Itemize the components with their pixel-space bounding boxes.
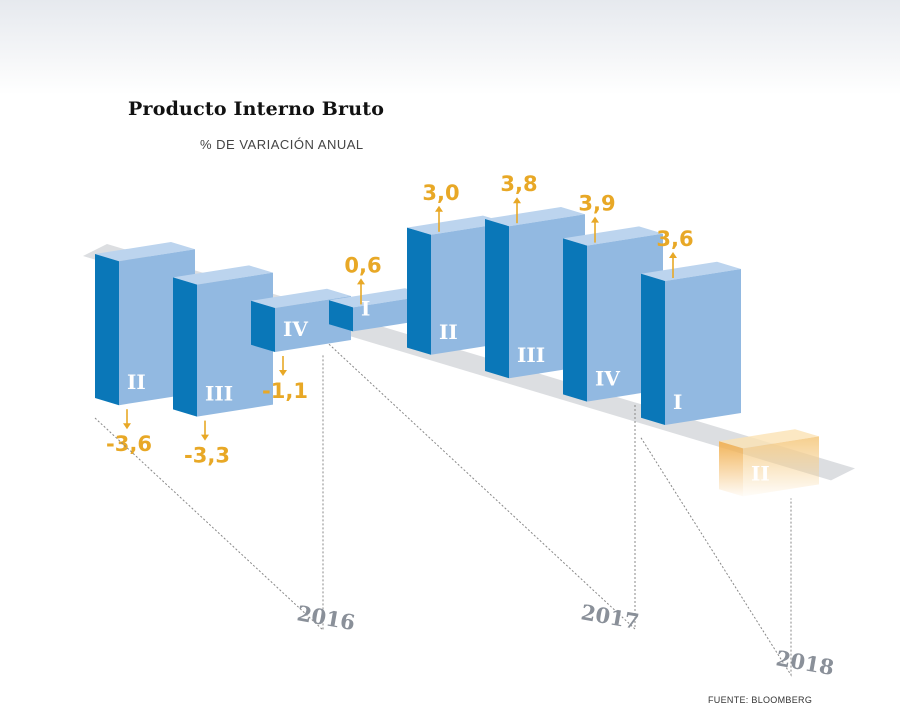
value-label: 0,6	[344, 253, 381, 277]
chart-subtitle: % DE VARIACIÓN ANUAL	[200, 137, 364, 152]
bar-top-face	[563, 226, 663, 246]
quarter-label: III	[517, 343, 545, 367]
bar-front-face	[563, 238, 587, 402]
value-arrow-head	[279, 370, 287, 376]
bar-front-face	[95, 254, 119, 406]
quarter-label: II	[751, 461, 770, 485]
year-label: 2016	[295, 600, 357, 635]
quarter-label: II	[127, 370, 146, 394]
quarter-label: I	[673, 390, 682, 414]
quarter-label: IV	[283, 317, 308, 341]
bar-side-face	[743, 436, 819, 497]
bar-top-face	[719, 429, 819, 449]
year-guide-line	[640, 437, 792, 677]
year-label: 2017	[579, 599, 641, 634]
bar-top-face	[251, 288, 351, 308]
value-arrow-head	[669, 252, 677, 258]
quarter-label: IV	[595, 367, 620, 391]
bar-front-face	[641, 273, 665, 425]
value-label: 3,0	[422, 181, 459, 205]
value-label: 3,6	[656, 227, 693, 251]
bar-front-face	[173, 277, 197, 417]
bar-front-face	[485, 219, 509, 379]
year-guide-line	[328, 343, 636, 631]
bar-top-face	[329, 288, 429, 308]
value-label: -3,6	[106, 432, 152, 456]
value-arrow-head	[123, 423, 131, 430]
bar-front-face	[329, 300, 353, 332]
bar-top-face	[641, 261, 741, 281]
value-arrow-head	[357, 278, 365, 285]
value-label: 3,9	[578, 192, 615, 216]
year-label: 2018	[774, 645, 836, 680]
bar-front-face	[719, 441, 743, 497]
bar-top-face	[173, 265, 273, 285]
value-label: 3,8	[500, 172, 537, 196]
value-label: -1,1	[262, 379, 308, 403]
value-label: -3,3	[184, 444, 230, 468]
bar-front-face	[407, 227, 431, 355]
source-note: FUENTE: BLOOMBERG	[708, 695, 813, 705]
quarter-label: II	[439, 320, 458, 344]
bar-top-face	[95, 242, 195, 262]
value-arrow-head	[435, 205, 443, 212]
bar-top-face	[485, 207, 585, 227]
background-gradient	[0, 0, 900, 95]
value-arrow-head	[591, 216, 599, 223]
quarter-label: I	[361, 296, 370, 320]
quarter-label: III	[205, 382, 233, 406]
chart-title: Producto Interno Bruto	[128, 98, 385, 120]
bar-top-face	[407, 215, 507, 235]
bar-side-face	[665, 269, 741, 425]
bar-front-face	[251, 300, 275, 352]
value-arrow-head	[513, 197, 521, 204]
value-arrow-head	[201, 434, 209, 441]
